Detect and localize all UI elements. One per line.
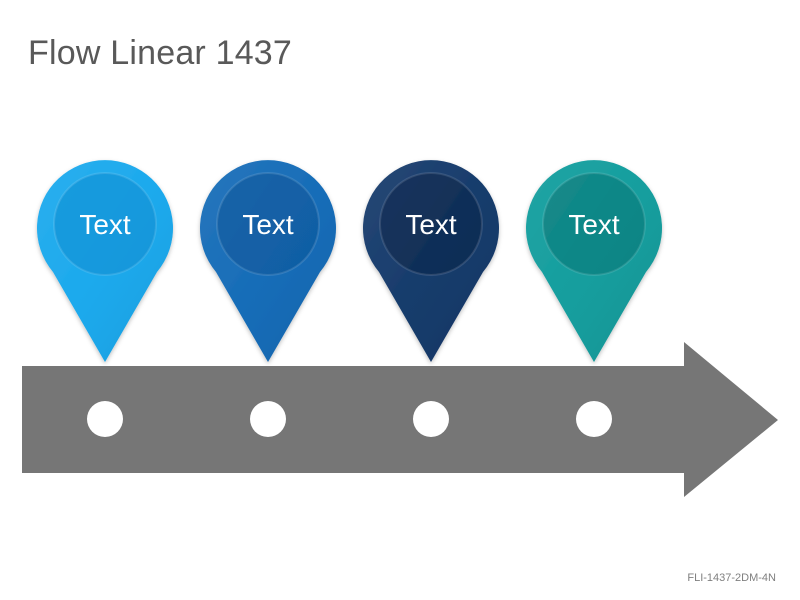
pin-label: Text — [79, 209, 131, 240]
map-pin-icon: Text — [37, 160, 174, 362]
timeline-node — [87, 401, 123, 437]
timeline-arrow — [22, 342, 778, 497]
map-pin-icon: Text — [363, 160, 499, 362]
timeline-node — [413, 401, 449, 437]
map-pin-icon: Text — [200, 160, 336, 362]
timeline-node — [576, 401, 612, 437]
pin-label: Text — [405, 209, 457, 240]
map-pin-icon: Text — [526, 160, 662, 362]
pin-label: Text — [568, 209, 620, 240]
timeline-node — [250, 401, 286, 437]
slide-title: Flow Linear 1437 — [28, 34, 293, 72]
pin-label: Text — [242, 209, 294, 240]
slide-code: FLI-1437-2DM-4N — [687, 572, 776, 584]
